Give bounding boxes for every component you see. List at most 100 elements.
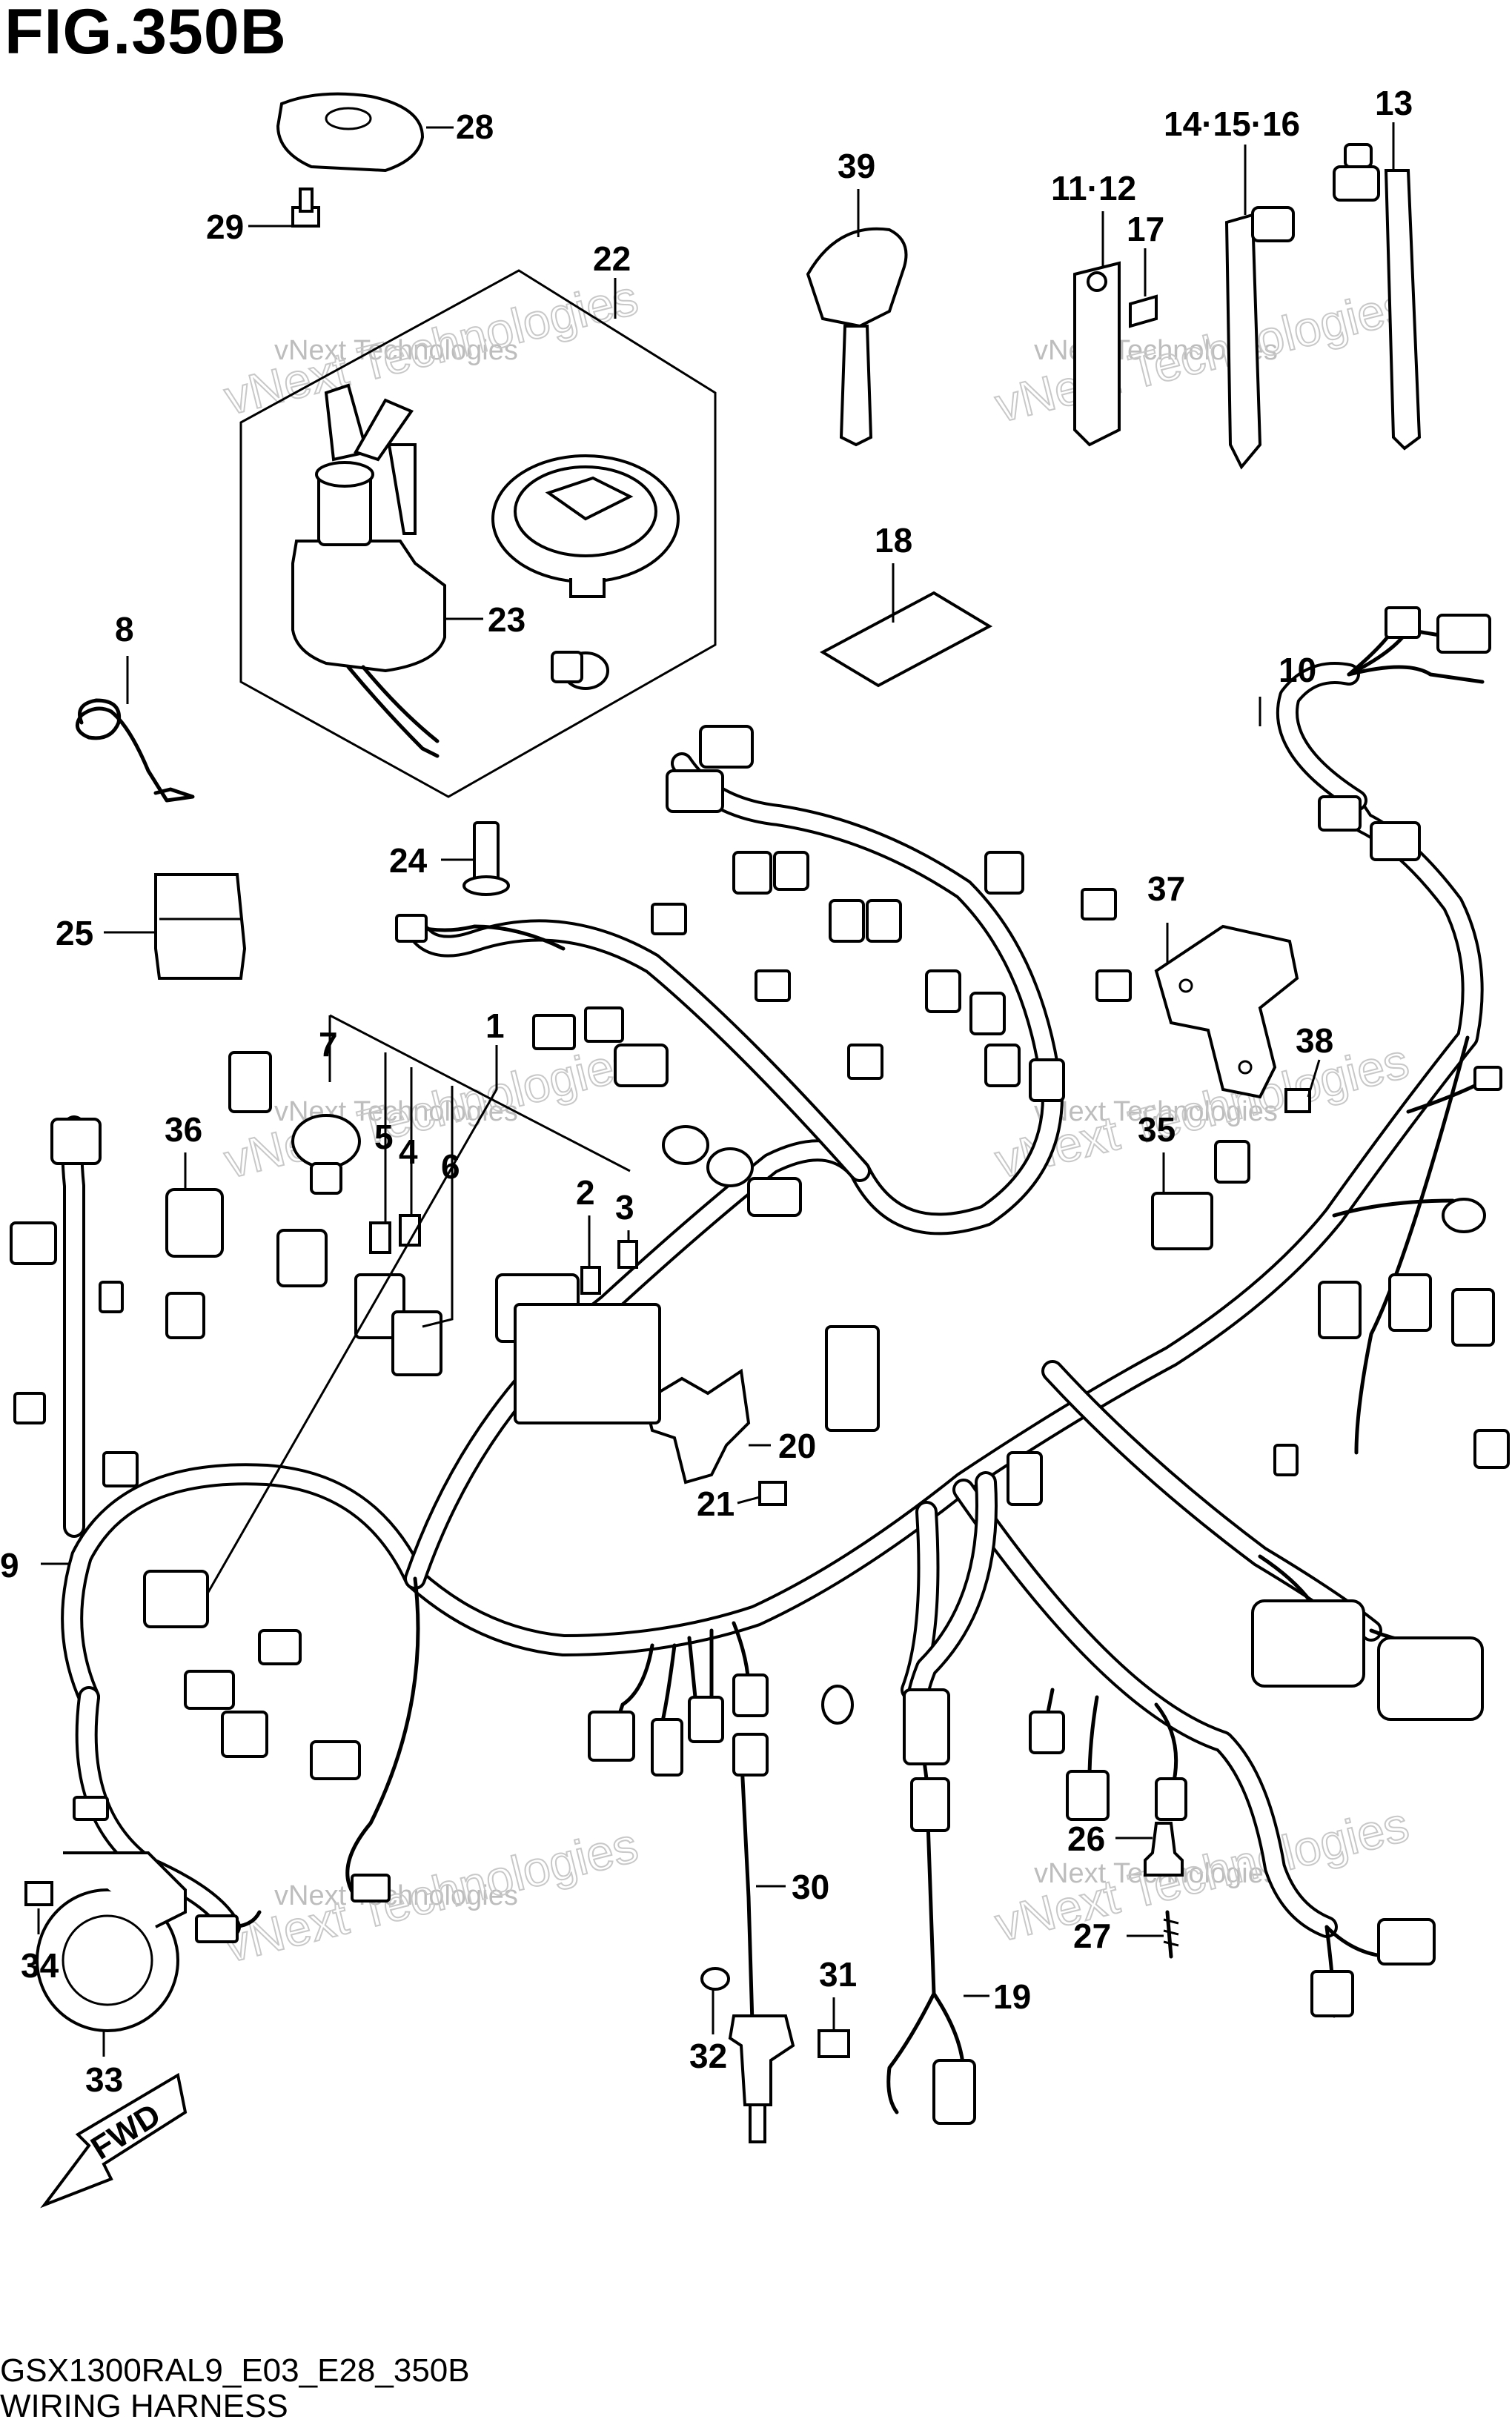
callout-29: 27 [1073,1917,1111,1955]
callout-22: 22 [593,239,631,278]
connector [391,1310,442,1376]
watermark-small-text: vNext Technologies [274,1880,518,1911]
connector [50,1118,102,1165]
cap-cover-hole [325,107,372,130]
connector [651,1718,683,1777]
connector [773,851,809,891]
callout-4: 4 [399,1132,418,1171]
callout-14-16: 14·15·16 [1164,105,1300,143]
screw-head [462,875,510,896]
connector [1370,821,1421,861]
connector [1029,1711,1065,1754]
callout-26: 29 [206,208,244,246]
connector [903,1688,950,1765]
bracket-20 [643,1368,787,1506]
connector [195,1914,239,1943]
cable-tie-13 [1333,143,1422,451]
connector [228,1051,272,1113]
thin-wires [228,613,1485,2114]
ignition-cap-cover [276,92,425,173]
horn-33 [24,1851,187,2032]
connectors [10,606,1510,2125]
ignition-key-blade [387,443,417,535]
connector [73,1796,109,1821]
connector [221,1711,268,1758]
callout-34: 34 [21,1946,59,1985]
ecu-connector-b [1377,1636,1484,1721]
connector [984,851,1024,895]
fuse-3 [617,1240,638,1269]
callout-28: 26 [1067,1819,1105,1858]
connector [1377,1918,1436,1965]
flasher-7 [291,1114,361,1169]
holder-body [154,873,247,980]
connector [1388,1273,1432,1332]
sensor-connector [706,1147,754,1187]
pin-29-threads [1163,1918,1179,1947]
watermark-small-text: vNext Technologies [1034,1096,1278,1127]
figure-code: GSX1300RAL9_E03_E28_350B [0,2352,470,2389]
connector [1451,1288,1495,1347]
sensor-connector [1442,1198,1486,1233]
connector [614,1044,669,1087]
wire [413,924,566,951]
connector [1436,614,1491,654]
callout-25: 28 [456,107,494,146]
wire [1347,665,1485,684]
connector [1318,795,1362,832]
screw-shank [473,821,500,883]
ignition-cylinder-top [315,461,374,488]
ignition-wire-2 [361,665,440,743]
wire [613,1643,654,1729]
connector [1214,1140,1250,1184]
ecu-connector-a [1251,1599,1365,1688]
callout-7: 7 [319,1025,338,1064]
washer [700,1967,730,1991]
sensor-28-29 [1144,1822,1184,1959]
connector-block [825,1325,880,1432]
assembly-outline-22 [239,269,717,798]
ignition-key-a [324,383,369,462]
connector [1007,1451,1043,1506]
wire [1332,1198,1455,1218]
callout-13: 13 [1375,84,1413,122]
watermark-1: vNext Technologies vNext Technologies [218,269,643,426]
fuel-cap-flap [545,476,634,521]
figure-title: FIG.350B [4,0,287,67]
harness-branch-ecu-inner [1044,1363,1379,1639]
tie-head [1333,165,1380,202]
holder-27 [154,873,247,980]
leader-38 [1307,1059,1321,1098]
connector [666,769,724,813]
connector [10,1221,57,1265]
callout-31: 31 [819,1955,857,1994]
callout-8: 8 [115,610,134,648]
callout-17: 17 [1127,210,1164,248]
connector [584,1006,624,1043]
connector [99,1281,124,1313]
connector [847,1044,883,1080]
connector [984,1044,1021,1087]
leader-lines [37,122,1395,2057]
callout-35: 35 [1138,1110,1176,1149]
connector [165,1292,205,1339]
connector [276,1229,328,1287]
cable-tie-14-16 [1224,206,1295,470]
sensor-plunger [749,2103,766,2143]
sticker-shape [819,591,993,688]
bolt-34 [24,1881,53,1906]
callout-33: 33 [85,2060,123,2099]
connector [688,1696,724,1743]
connector [755,969,791,1002]
callout-18: 18 [875,521,912,560]
seat-lock-body [551,651,583,683]
clamp-11-12 [1073,261,1158,447]
leader-21 [737,1496,760,1505]
connector [1029,1058,1065,1102]
main-wiring-harness [61,662,1484,1938]
callout-20: 20 [778,1427,816,1465]
connector [699,725,754,769]
connector [821,1685,854,1725]
leader-1 [206,1045,498,1594]
callout-39: 39 [838,147,875,185]
